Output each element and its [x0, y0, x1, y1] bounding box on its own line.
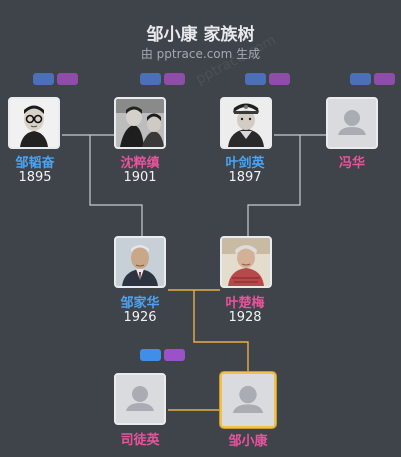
person-name[interactable]: 邹家华	[120, 296, 160, 311]
portrait-ye-jianying[interactable]	[220, 97, 272, 149]
portrait-shen-cuizhen[interactable]	[114, 97, 166, 149]
expand-ancestors-ye-jianying[interactable]	[245, 73, 291, 85]
person-name[interactable]: 叶楚梅	[225, 296, 265, 311]
page-title: 邹小康 家族树	[146, 25, 255, 45]
portrait-zou-xiaokang-focus[interactable]	[220, 372, 276, 428]
avatar-placeholder-icon	[116, 375, 164, 423]
parent-line-zou-xiaokang	[193, 290, 249, 373]
portrait-photo	[222, 99, 270, 147]
parent-line-zou-jiahua	[89, 135, 143, 237]
expand-ancestors-zou-taofen[interactable]	[33, 73, 79, 85]
avatar-placeholder-icon	[328, 99, 376, 147]
portrait-zou-taofen[interactable]	[8, 97, 60, 149]
expand-father-button[interactable]	[245, 73, 266, 85]
person-name[interactable]: 冯华	[338, 156, 365, 171]
expand-mother-button[interactable]	[374, 73, 395, 85]
portrait-photo	[116, 99, 164, 147]
page-subtitle: 由 pptrace.com 生成	[140, 47, 261, 61]
expand-ancestors-situ-ying[interactable]	[140, 349, 186, 361]
parent-line-ye-chumei	[247, 135, 301, 237]
expand-father-button[interactable]	[350, 73, 371, 85]
avatar-placeholder-icon	[222, 374, 274, 426]
expand-mother-button[interactable]	[269, 73, 290, 85]
portrait-photo	[10, 99, 58, 147]
person-birth-year: 1895	[18, 170, 52, 185]
person-name[interactable]: 司徒英	[120, 433, 160, 448]
person-birth-year: 1897	[228, 170, 262, 185]
expand-mother-button[interactable]	[164, 349, 185, 361]
person-birth-year: 1928	[228, 310, 262, 325]
expand-father-button[interactable]	[33, 73, 54, 85]
portrait-feng-hua[interactable]	[326, 97, 378, 149]
person-birth-year: 1901	[123, 170, 157, 185]
expand-father-button[interactable]	[140, 349, 161, 361]
person-name[interactable]: 邹韬奋	[15, 156, 55, 171]
portrait-zou-jiahua[interactable]	[114, 236, 166, 288]
expand-father-button[interactable]	[140, 73, 161, 85]
portrait-photo	[222, 238, 270, 286]
expand-ancestors-feng-hua[interactable]	[350, 73, 396, 85]
expand-ancestors-shen-cuizhen[interactable]	[140, 73, 186, 85]
person-name[interactable]: 沈粹缜	[120, 156, 160, 171]
person-name[interactable]: 邹小康	[228, 434, 268, 449]
person-birth-year: 1926	[123, 310, 157, 325]
portrait-ye-chumei[interactable]	[220, 236, 272, 288]
expand-mother-button[interactable]	[164, 73, 185, 85]
portrait-situ-ying[interactable]	[114, 373, 166, 425]
expand-mother-button[interactable]	[57, 73, 78, 85]
person-name[interactable]: 叶剑英	[225, 156, 265, 171]
portrait-photo	[116, 238, 164, 286]
